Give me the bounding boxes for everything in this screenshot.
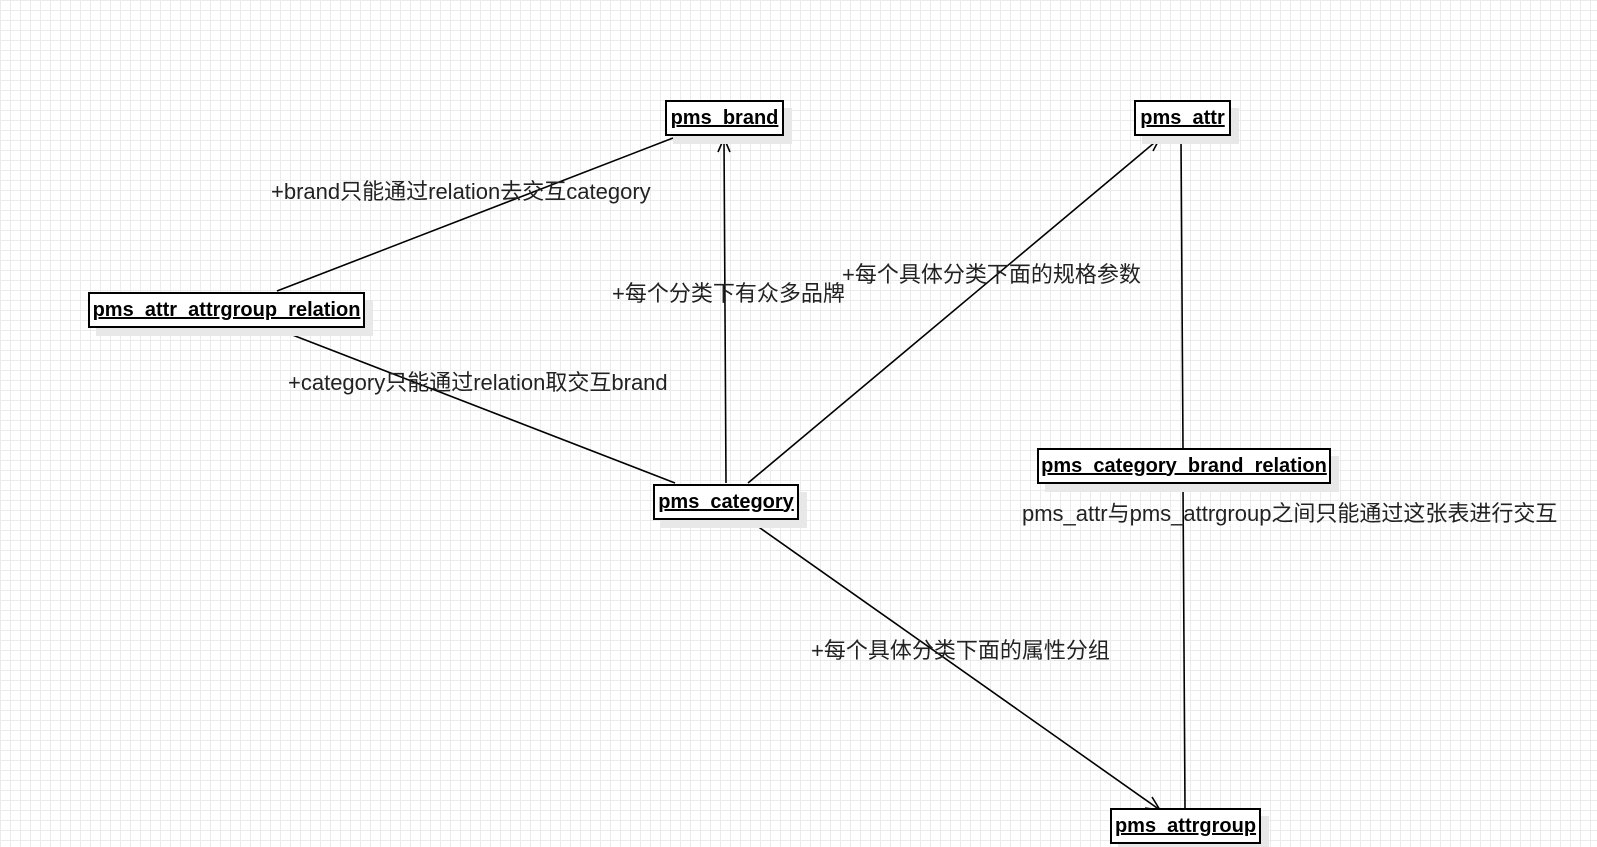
edge-relation-to-brand[interactable] bbox=[276, 137, 674, 292]
arrow-head-attr bbox=[1144, 136, 1162, 152]
node-pms-attr-attrgroup-relation[interactable]: pms_attr_attrgroup_relation bbox=[88, 292, 365, 328]
label-category-via-relation: +category只能通过relation取交互brand bbox=[288, 370, 668, 395]
edge-relation-to-category[interactable] bbox=[276, 328, 676, 484]
label-category-attr-groups: +每个具体分类下面的属性分组 bbox=[811, 638, 1110, 663]
node-pms-attrgroup[interactable]: pms_attrgroup bbox=[1110, 808, 1261, 844]
edge-category-to-attrgroup[interactable] bbox=[752, 522, 1161, 811]
edge-category-to-attr[interactable] bbox=[747, 137, 1161, 484]
label-category-has-brands: +每个分类下有众多品牌 bbox=[612, 281, 845, 306]
node-pms-attr[interactable]: pms_attr bbox=[1134, 100, 1231, 136]
arrow-head-brand bbox=[717, 135, 731, 153]
node-pms-category-brand-relation[interactable]: pms_category_brand_relation bbox=[1037, 448, 1331, 484]
node-pms-category[interactable]: pms_category bbox=[653, 484, 799, 520]
label-brand-via-relation: +brand只能通过relation去交互category bbox=[271, 179, 651, 204]
edge-brand-relation-to-attrgroup[interactable] bbox=[1182, 485, 1186, 809]
node-pms-brand[interactable]: pms_brand bbox=[665, 100, 784, 136]
edge-attr-to-brand-relation[interactable] bbox=[1180, 137, 1184, 449]
edge-category-to-brand[interactable] bbox=[723, 137, 727, 484]
label-attr-attrgroup-via-table: pms_attr与pms_attrgroup之间只能通过这张表进行交互 bbox=[1022, 501, 1558, 526]
label-category-spec-params: +每个具体分类下面的规格参数 bbox=[842, 262, 1141, 287]
